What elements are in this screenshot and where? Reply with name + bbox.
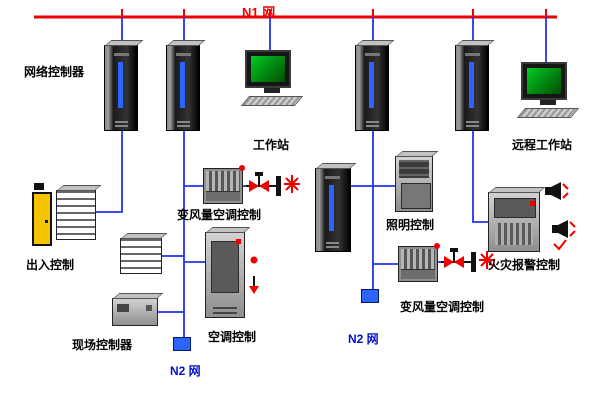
fire-alarm-label: 火灾报警控制 — [488, 258, 561, 272]
button — [146, 305, 152, 311]
vent-grille — [495, 223, 533, 245]
fire-alarm-cabinet-icon — [488, 187, 546, 252]
monitor-screen — [251, 56, 285, 82]
drive-slot — [365, 53, 380, 56]
tower-top-face — [104, 40, 144, 46]
n2-network-label-right: N2 网 — [348, 332, 379, 346]
grille-panel — [399, 160, 429, 178]
cabinet-top-face — [205, 227, 251, 233]
card-reader-icon — [34, 183, 44, 190]
status-lamp — [530, 201, 535, 206]
workstation-label: 工作站 — [253, 138, 290, 152]
n2-node — [173, 337, 191, 351]
lighting-control-cabinet-icon — [395, 151, 439, 212]
base-panel — [401, 269, 435, 279]
field-controller-label: 现场控制器 — [72, 338, 133, 352]
access-controller-cabinet-icon — [56, 185, 102, 240]
tower-server-icon — [104, 40, 144, 131]
panel-buttons — [326, 242, 339, 244]
panel-buttons — [177, 121, 190, 123]
vav-control-right-label: 变风量空调控制 — [400, 300, 485, 314]
drive-slot — [114, 53, 129, 56]
controller-cabinet-icon — [315, 163, 357, 252]
alarm-speaker-icon — [545, 182, 569, 200]
vav-controller-icon — [398, 243, 440, 282]
vav-control-left-label: 变风量空调控制 — [177, 208, 262, 222]
status-dot — [434, 243, 440, 249]
vav-damper-icon — [246, 172, 300, 196]
vent-lines — [213, 307, 237, 309]
fan-icon — [284, 175, 300, 193]
ac-sensor-icons — [249, 256, 259, 294]
cabinet-top-face — [112, 293, 164, 299]
tower-top-face — [455, 40, 495, 46]
workstation-icon — [240, 50, 304, 106]
front-stripe — [329, 185, 334, 231]
tower-top-face — [166, 40, 206, 46]
alarm-speaker-icon — [552, 220, 576, 251]
field-controller-rack-icon — [120, 233, 168, 274]
n2-network-label-left: N2 网 — [170, 364, 201, 378]
tower-top-face — [355, 40, 395, 46]
tower-server-icon — [355, 40, 395, 131]
blue-wiring — [96, 17, 547, 337]
cabinet-top-face — [120, 233, 168, 239]
status-lamp — [236, 239, 241, 244]
panel-buttons — [466, 121, 479, 123]
field-controller-unit-icon — [112, 293, 164, 326]
base-panel — [206, 191, 240, 201]
monitor-screen — [527, 68, 561, 94]
remote-workstation-icon — [516, 62, 580, 118]
tower-top-face — [315, 163, 357, 169]
cabinet-door — [211, 241, 239, 293]
ac-control-label: 空调控制 — [208, 330, 257, 344]
front-stripe — [180, 62, 185, 108]
monitor-stand — [540, 100, 556, 105]
alarm-panel — [494, 198, 536, 218]
door-knob — [45, 220, 48, 223]
keyboard-icon — [516, 108, 580, 118]
drive-slot — [325, 176, 340, 179]
n1-tap-ticks — [121, 9, 547, 17]
n1-network-label: N1 网 — [242, 5, 276, 20]
lighting-control-label: 照明控制 — [386, 218, 435, 232]
monitor-stand — [264, 88, 280, 93]
vav-controller-icon — [203, 165, 245, 204]
status-dot — [239, 165, 245, 171]
drive-slot — [176, 53, 191, 56]
n2-node — [361, 289, 379, 303]
vav-damper-icon — [441, 248, 495, 272]
panel-buttons — [115, 121, 128, 123]
keyboard-icon — [240, 96, 304, 106]
door-icon — [32, 192, 52, 246]
front-stripe — [118, 62, 123, 108]
cabinet-top-face — [395, 151, 439, 157]
display-window — [117, 304, 129, 312]
cabinet-top-face — [56, 185, 102, 191]
fan-icon — [479, 251, 495, 269]
remote-workstation-label: 远程工作站 — [512, 138, 573, 152]
rib-panel — [206, 171, 240, 191]
access-control-label: 出入控制 — [26, 258, 75, 272]
network-controller-label: 网络控制器 — [24, 65, 85, 79]
monitor-icon — [521, 62, 567, 100]
rib-panel — [401, 249, 435, 269]
front-stripe — [469, 62, 474, 108]
panel-buttons — [366, 121, 379, 123]
cabinet-top-face — [488, 187, 546, 193]
ac-control-cabinet-icon — [205, 227, 251, 318]
monitor-icon — [245, 50, 291, 88]
tower-server-icon — [166, 40, 206, 131]
front-stripe — [369, 62, 374, 108]
tower-server-icon — [455, 40, 495, 131]
cabinet-door — [401, 183, 431, 209]
drive-slot — [465, 53, 480, 56]
